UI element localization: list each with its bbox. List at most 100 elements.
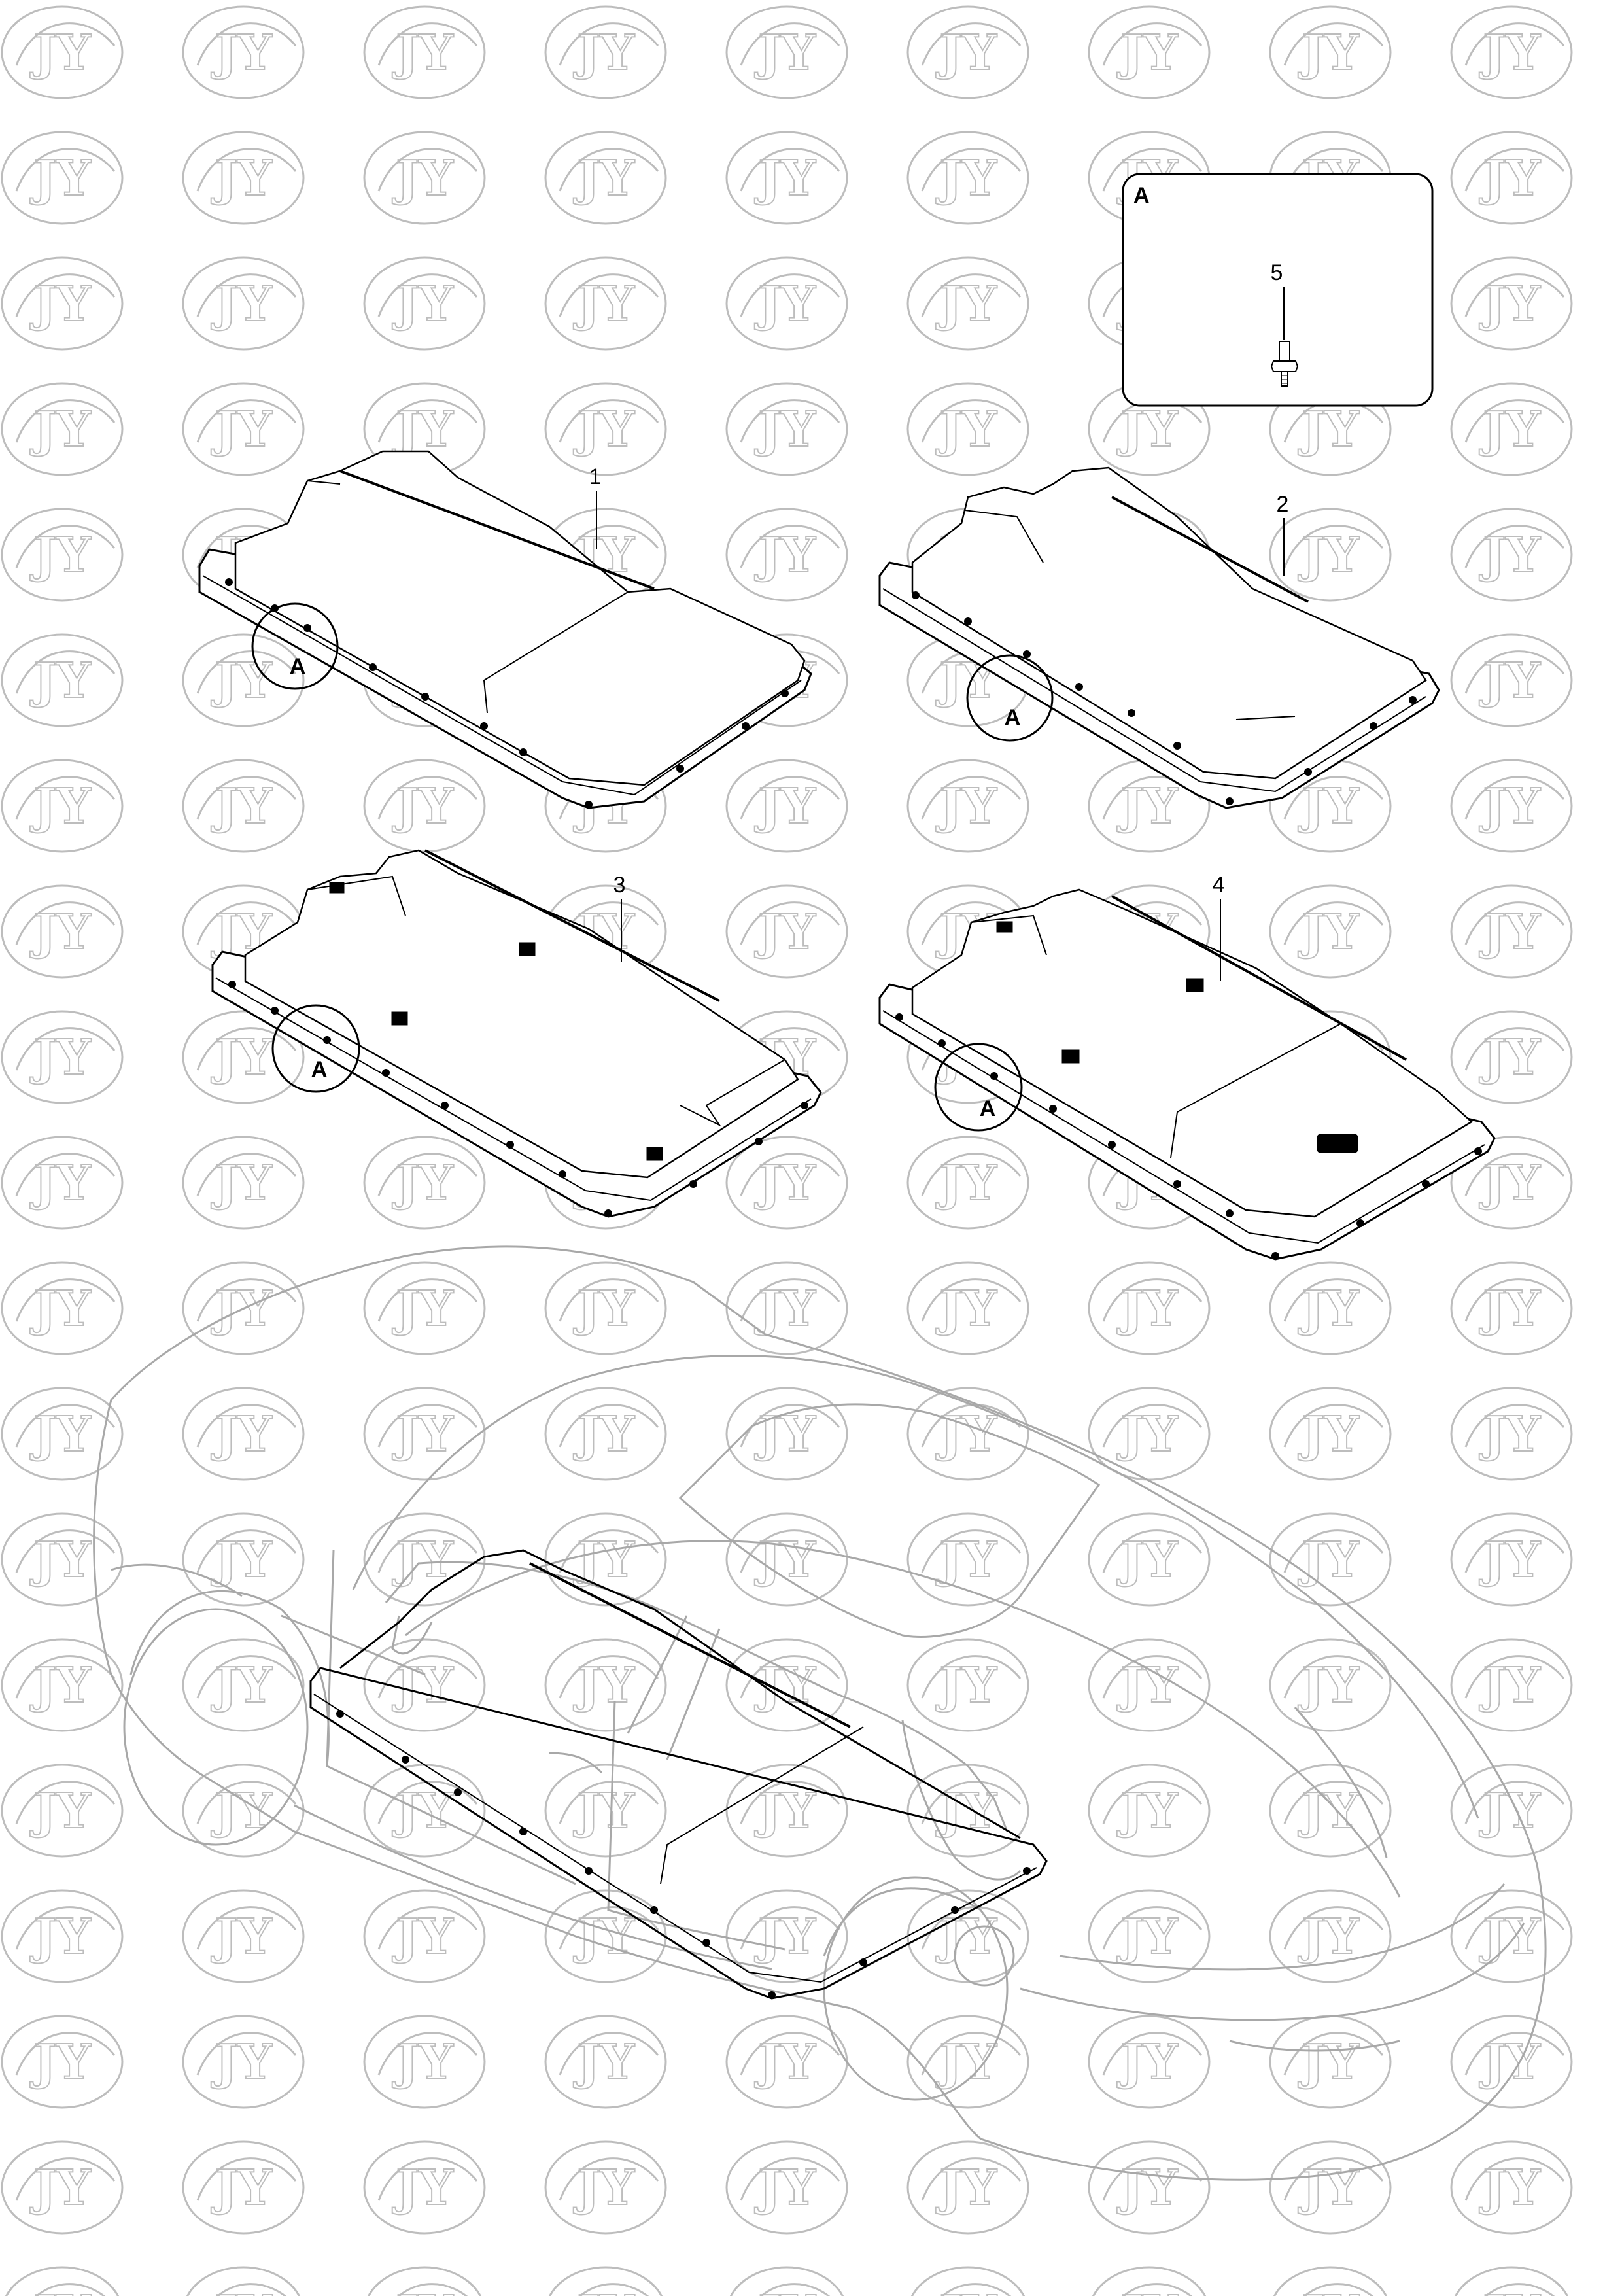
watermark-logo: JY bbox=[725, 1889, 848, 1983]
watermark-logo: JY bbox=[1, 1010, 124, 1104]
watermark-logo: JY bbox=[182, 1387, 305, 1481]
watermark-text: JY bbox=[573, 1783, 635, 1839]
watermark-logo: JY bbox=[363, 1387, 486, 1481]
watermark-text: JY bbox=[1479, 150, 1541, 207]
watermark-logo: JY bbox=[1269, 884, 1392, 979]
detail-circle-3 bbox=[271, 1004, 360, 1093]
watermark-text: JY bbox=[1116, 1783, 1179, 1839]
watermark-logo: JY bbox=[725, 2015, 848, 2109]
watermark-text: JY bbox=[1479, 1281, 1541, 1337]
watermark-text: JY bbox=[392, 1909, 454, 1965]
watermark-text: JY bbox=[1298, 2286, 1360, 2296]
watermark-logo: JY bbox=[182, 759, 305, 853]
watermark-text: JY bbox=[392, 1155, 454, 1211]
watermark-logo: JY bbox=[182, 2140, 305, 2235]
watermark-logo: JY bbox=[544, 1387, 667, 1481]
watermark-logo: JY bbox=[363, 1889, 486, 1983]
watermark-logo: JY bbox=[906, 1261, 1029, 1355]
watermark-text: JY bbox=[935, 1155, 997, 1211]
watermark-logo: JY bbox=[1269, 5, 1392, 99]
watermark-text: JY bbox=[935, 150, 997, 207]
callout-1: 1 bbox=[589, 464, 602, 489]
watermark-text: JY bbox=[935, 402, 997, 458]
watermark-text: JY bbox=[754, 2286, 816, 2296]
watermark-text: JY bbox=[754, 1532, 816, 1588]
watermark-text: JY bbox=[211, 1155, 273, 1211]
detail-circle-2 bbox=[966, 654, 1054, 742]
watermark-logo: JY bbox=[1269, 1387, 1392, 1481]
watermark-text: JY bbox=[754, 527, 816, 583]
watermark-logo: JY bbox=[1088, 5, 1211, 99]
watermark-logo: JY bbox=[1088, 1261, 1211, 1355]
watermark-text: JY bbox=[1298, 2160, 1360, 2216]
watermark-logo: JY bbox=[725, 1387, 848, 1481]
watermark-logo: JY bbox=[906, 382, 1029, 476]
watermark-text: JY bbox=[211, 150, 273, 207]
watermark-logo: JY bbox=[1269, 1638, 1392, 1732]
watermark-text: JY bbox=[29, 150, 92, 207]
watermark-text: JY bbox=[211, 653, 273, 709]
watermark-text: JY bbox=[29, 1532, 92, 1588]
watermark-text: JY bbox=[392, 1658, 454, 1714]
watermark-logo: JY bbox=[1269, 1764, 1392, 1858]
watermark-text: JY bbox=[1479, 2160, 1541, 2216]
watermark-logo: JY bbox=[1, 2015, 124, 2109]
watermark-logo: JY bbox=[906, 256, 1029, 351]
watermark-text: JY bbox=[211, 2034, 273, 2091]
watermark-logo: JY bbox=[725, 2140, 848, 2235]
watermark-logo: JY bbox=[725, 131, 848, 225]
watermark-text: JY bbox=[1479, 1909, 1541, 1965]
watermark-logo: JY bbox=[1450, 131, 1573, 225]
watermark-text: JY bbox=[573, 1909, 635, 1965]
watermark-logo: JY bbox=[725, 1136, 848, 1230]
watermark-text: JY bbox=[29, 402, 92, 458]
watermark-text: JY bbox=[392, 2034, 454, 2091]
watermark-text: JY bbox=[1479, 527, 1541, 583]
watermark-logo: JY bbox=[1269, 2015, 1392, 2109]
detail-part-number: 5 bbox=[1271, 260, 1283, 285]
car-outline-icon bbox=[93, 1245, 1547, 2181]
watermark-logo: JY bbox=[1, 1387, 124, 1481]
watermark-text: JY bbox=[1116, 402, 1179, 458]
watermark-text: JY bbox=[754, 2160, 816, 2216]
watermark-logo: JY bbox=[1450, 633, 1573, 727]
watermark-text: JY bbox=[1479, 1658, 1541, 1714]
watermark-text: JY bbox=[392, 1406, 454, 1463]
watermark-text: JY bbox=[211, 1532, 273, 1588]
watermark-text: JY bbox=[754, 25, 816, 81]
watermark-logo: JY bbox=[725, 5, 848, 99]
watermark-logo: JY bbox=[906, 1136, 1029, 1230]
watermark-text: JY bbox=[935, 276, 997, 332]
watermark-text: JY bbox=[211, 2286, 273, 2296]
watermark-logo: JY bbox=[1088, 1638, 1211, 1732]
watermark-text: JY bbox=[935, 25, 997, 81]
watermark-text: JY bbox=[573, 2034, 635, 2091]
watermark-text: JY bbox=[935, 2160, 997, 2216]
watermark-logo: JY bbox=[1, 1261, 124, 1355]
watermark-logo: JY bbox=[1088, 2140, 1211, 2235]
watermark-text: JY bbox=[1479, 402, 1541, 458]
watermark-logo: JY bbox=[363, 1136, 486, 1230]
watermark-text: JY bbox=[1298, 527, 1360, 583]
watermark-text: JY bbox=[29, 653, 92, 709]
watermark-logo: JY bbox=[544, 2140, 667, 2235]
watermark-text: JY bbox=[754, 1783, 816, 1839]
watermark-text: JY bbox=[29, 778, 92, 835]
watermark-text: JY bbox=[1298, 2034, 1360, 2091]
watermark-logo: JY bbox=[1450, 1889, 1573, 1983]
watermark-text: JY bbox=[1479, 904, 1541, 960]
watermark-logo: JY bbox=[906, 1387, 1029, 1481]
watermark-logo: JY bbox=[1088, 2015, 1211, 2109]
watermark-logo: JY bbox=[1269, 759, 1392, 853]
watermark-logo: JY bbox=[906, 5, 1029, 99]
watermark-text: JY bbox=[1298, 1532, 1360, 1588]
watermark-logo: JY bbox=[1450, 759, 1573, 853]
watermark-text: JY bbox=[754, 150, 816, 207]
battery-pack-icon bbox=[878, 888, 1496, 1261]
detail-label-1: A bbox=[290, 654, 306, 679]
watermark-logo: JY bbox=[725, 382, 848, 476]
watermark-text: JY bbox=[1298, 25, 1360, 81]
detail-box-label: A bbox=[1133, 183, 1150, 208]
watermark-logo: JY bbox=[182, 1136, 305, 1230]
